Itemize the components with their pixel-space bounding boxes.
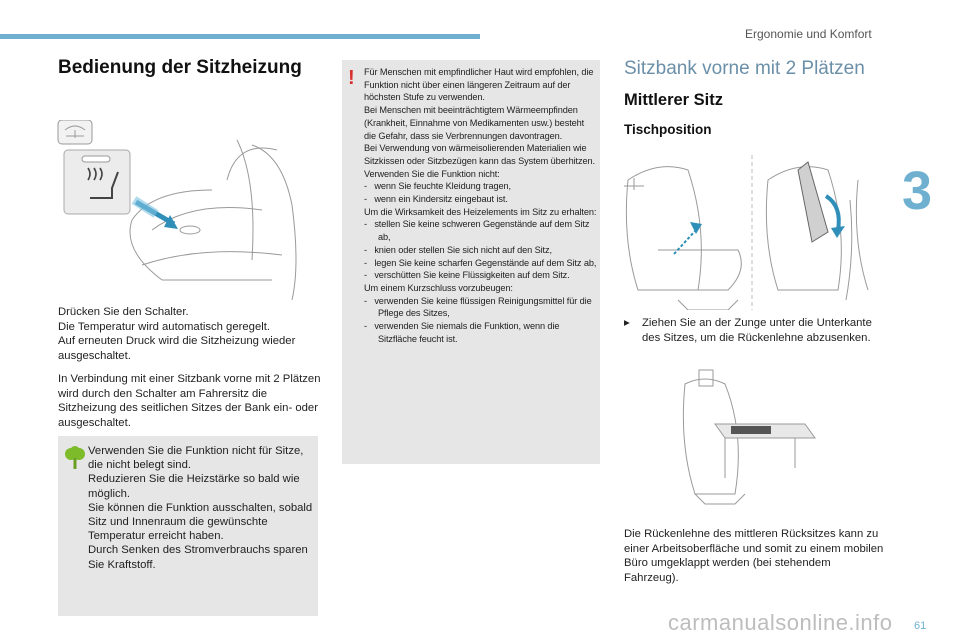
warning-box: ! Für Menschen mit empfindlicher Haut wi…: [342, 60, 600, 464]
note-line: Sie können die Funktion ausschalten, sob…: [88, 501, 313, 543]
watermark-text: carmanualsonline.info: [668, 610, 893, 635]
chapter-header: Ergonomie und Komfort: [745, 27, 872, 41]
section-title-seat-heating: Bedienung der Sitzheizung: [58, 57, 302, 78]
eco-tree-icon: [65, 446, 85, 469]
paragraph-bench-seat: In Verbindung mit einer Sitzbank vorne m…: [58, 373, 321, 429]
eco-note-box: Verwenden Sie die Funktion nicht für Sit…: [58, 436, 318, 616]
seat-heating-illustration: [57, 120, 297, 300]
note-line: Durch Senken des Stromverbrauchs sparen …: [88, 544, 308, 571]
chapter-number: 3: [902, 161, 933, 221]
paragraph-mobile-office: Die Rückenlehne des mittleren Rücksitzes…: [624, 528, 884, 584]
bench-seat-fold-illustration: [624, 155, 869, 310]
table-position-illustration: [682, 369, 816, 505]
warning-text: Für Menschen mit empfindlicher Haut wird…: [364, 67, 597, 344]
subtitle-middle-seat: Mittlerer Sitz: [624, 91, 724, 109]
top-accent-bar: [0, 34, 480, 39]
note-line: Verwenden Sie die Funktion nicht für Sit…: [88, 445, 304, 472]
paragraph-seat-heating-switch: Drücken Sie den Schalter. Die Temperatur…: [58, 306, 296, 362]
pointer-icon: ▸: [624, 317, 630, 329]
section-title-bench: Sitzbank vorne mit 2 Plätzen: [624, 58, 865, 79]
page-number: 61: [914, 620, 927, 632]
warning-exclamation-icon: !: [348, 67, 355, 89]
subtitle-table-position: Tischposition: [624, 122, 712, 137]
note-line: Reduzieren Sie die Heizstärke so bald wi…: [88, 473, 300, 500]
